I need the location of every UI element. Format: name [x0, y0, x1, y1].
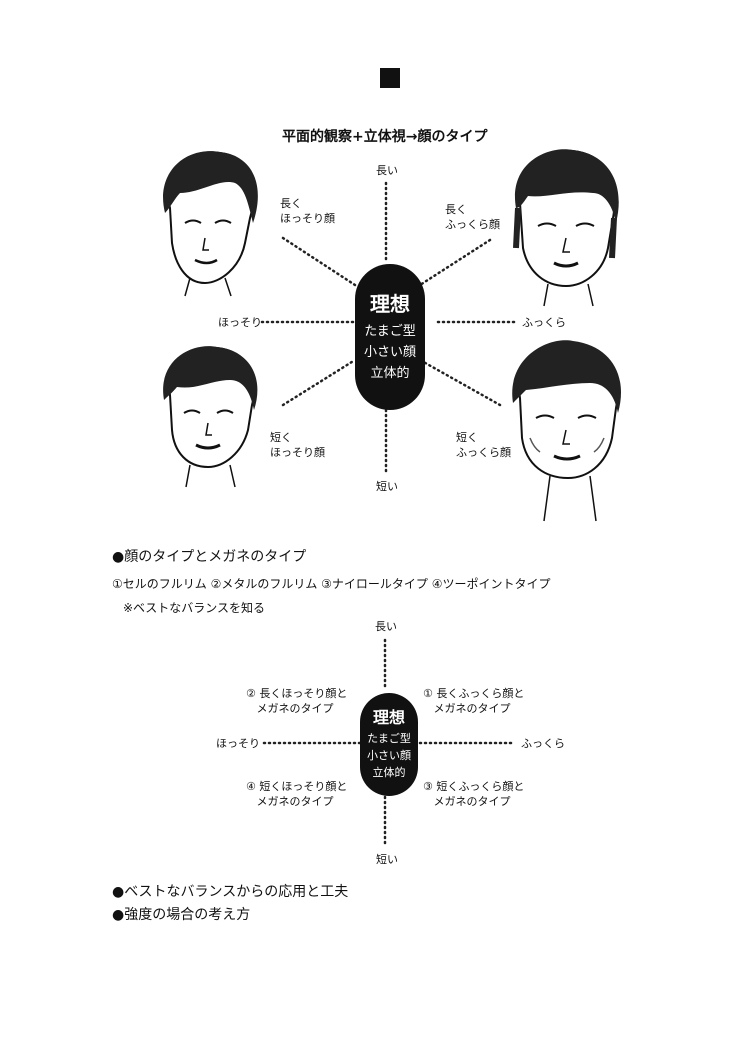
header-square [380, 68, 400, 88]
face-short-slim-icon [163, 346, 258, 488]
d1-line-upper-right [418, 238, 492, 287]
section2-line2: ●強度の場合の考え方 [112, 907, 251, 923]
d2-label-upper-right: ① 長くふっくら顔と メガネのタイプ [423, 687, 525, 715]
d1-label-bottom: 短い [376, 480, 398, 493]
d1-label-left: ほっそり [218, 316, 262, 329]
d2-label-right: ふっくら [521, 737, 565, 750]
glasses-types: ①セルのフルリム ②メタルのフルリム ③ナイロールタイプ ④ツーポイントタイプ [112, 577, 551, 591]
section1-note: ※ベストなバランスを知る [123, 601, 266, 615]
d1-line-upper-left [281, 236, 357, 287]
face-short-round-icon [512, 340, 621, 522]
d1-label-top: 長い [376, 164, 398, 177]
d1-ideal-line: たまご型 [364, 323, 416, 339]
d2-label-bottom: 短い [376, 853, 398, 866]
d1-ideal-title: 理想 [370, 291, 410, 316]
d1-ideal-line: 立体的 [370, 365, 410, 381]
d1-ideal-pill: 理想 たまご型 小さい顔 立体的 [355, 264, 425, 410]
d2-label-upper-left: ② 長くほっそり顔と メガネのタイプ [246, 687, 348, 715]
d1-label-right: ふっくら [522, 316, 566, 329]
face-long-round-icon [513, 149, 619, 307]
d2-label-lower-left: ④ 短くほっそり顔と メガネのタイプ [246, 780, 348, 808]
d1-label-lower-left: 短く ほっそり顔 [270, 431, 325, 459]
section2-line1: ●ベストなバランスからの応用と工夫 [112, 884, 349, 900]
d2-label-left: ほっそり [216, 737, 260, 750]
d1-line-lower-left [281, 358, 357, 407]
d2-ideal-line: たまご型 [367, 732, 411, 745]
d2-ideal-line: 小さい顔 [367, 749, 411, 762]
d2-ideal-pill: 理想 たまご型 小さい顔 立体的 [360, 693, 418, 796]
d1-line-lower-right [418, 358, 502, 407]
d1-ideal-line: 小さい顔 [363, 344, 416, 360]
d2-ideal-title: 理想 [372, 708, 405, 727]
d1-label-upper-right: 長く ふっくら顔 [445, 203, 500, 231]
d2-label-lower-right: ③ 短くふっくら顔と メガネのタイプ [423, 780, 525, 808]
d1-label-upper-left: 長く ほっそり顔 [280, 197, 335, 225]
d1-label-lower-right: 短く ふっくら顔 [456, 431, 511, 459]
d2-label-top: 長い [375, 620, 397, 633]
page-title: 平面的観察+立体視→顔のタイプ [282, 129, 488, 145]
section1-heading: ●顔のタイプとメガネのタイプ [112, 549, 307, 565]
d2-ideal-line: 立体的 [372, 766, 406, 779]
face-long-slim-icon [163, 151, 258, 297]
